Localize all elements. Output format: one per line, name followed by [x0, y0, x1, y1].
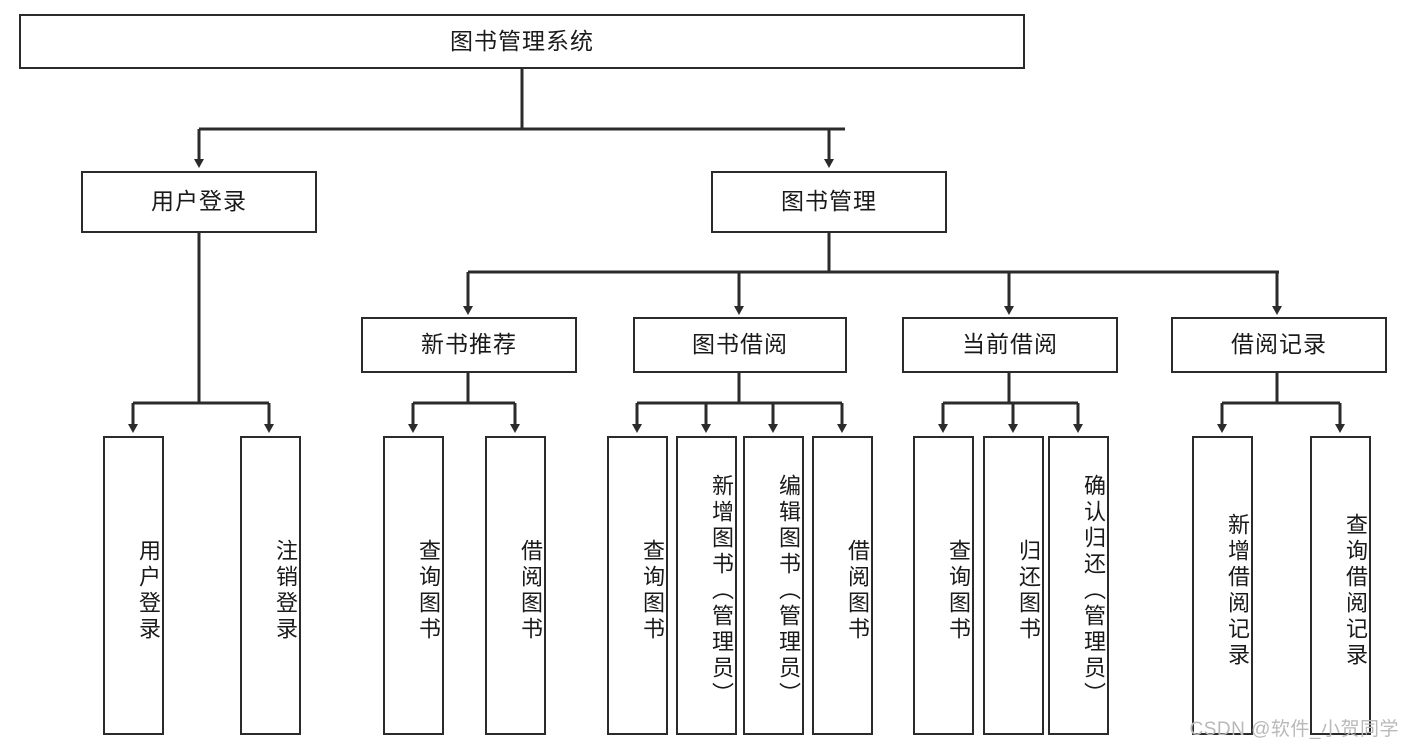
node-leaf-add-book[interactable]: 新增图书（管理员）: [676, 436, 737, 735]
node-leaf-query-book-3[interactable]: 查询图书: [913, 436, 974, 735]
node-root-label: 图书管理系统: [450, 27, 594, 54]
node-leaf-logout-label: 注销登录: [273, 538, 298, 643]
node-leaf-edit-book-label: 编辑图书（管理员）: [776, 473, 801, 708]
node-leaf-borrow-book-1-label: 借阅图书: [518, 538, 543, 643]
node-leaf-add-record-label: 新增借阅记录: [1225, 512, 1250, 669]
node-leaf-query-book-3-label: 查询图书: [946, 538, 971, 643]
node-leaf-confirm-return[interactable]: 确认归还（管理员）: [1048, 436, 1109, 735]
node-leaf-user-login-label: 用户登录: [136, 538, 161, 643]
node-leaf-user-login[interactable]: 用户登录: [103, 436, 164, 735]
node-current-borrow[interactable]: 当前借阅: [902, 317, 1118, 373]
node-borrow-record[interactable]: 借阅记录: [1171, 317, 1387, 373]
node-book-manage-label: 图书管理: [781, 188, 877, 215]
node-leaf-borrow-book-2-label: 借阅图书: [845, 538, 870, 643]
node-leaf-return-book[interactable]: 归还图书: [983, 436, 1044, 735]
node-borrow-record-label: 借阅记录: [1231, 331, 1327, 358]
node-user-login[interactable]: 用户登录: [81, 171, 317, 233]
node-leaf-add-book-label: 新增图书（管理员）: [709, 473, 734, 708]
node-book-borrow[interactable]: 图书借阅: [633, 317, 847, 373]
node-book-borrow-label: 图书借阅: [692, 331, 788, 358]
csdn-watermark: CSDN @软件_小贺同学: [1189, 719, 1399, 740]
node-leaf-return-book-label: 归还图书: [1016, 538, 1041, 643]
node-leaf-add-record[interactable]: 新增借阅记录: [1192, 436, 1253, 735]
node-leaf-edit-book[interactable]: 编辑图书（管理员）: [743, 436, 804, 735]
node-new-book-rec[interactable]: 新书推荐: [361, 317, 577, 373]
node-leaf-query-record[interactable]: 查询借阅记录: [1310, 436, 1371, 735]
node-new-book-rec-label: 新书推荐: [421, 331, 517, 358]
node-leaf-query-book-2-label: 查询图书: [640, 538, 665, 643]
node-leaf-borrow-book-1[interactable]: 借阅图书: [485, 436, 546, 735]
node-user-login-label: 用户登录: [151, 188, 247, 215]
node-leaf-logout[interactable]: 注销登录: [240, 436, 301, 735]
node-book-manage[interactable]: 图书管理: [711, 171, 947, 233]
node-leaf-query-book-1[interactable]: 查询图书: [383, 436, 444, 735]
node-leaf-borrow-book-2[interactable]: 借阅图书: [812, 436, 873, 735]
node-root[interactable]: 图书管理系统: [19, 14, 1025, 69]
node-leaf-query-book-1-label: 查询图书: [416, 538, 441, 643]
node-leaf-query-book-2[interactable]: 查询图书: [607, 436, 668, 735]
node-leaf-confirm-return-label: 确认归还（管理员）: [1081, 473, 1106, 708]
node-leaf-query-record-label: 查询借阅记录: [1343, 512, 1368, 669]
node-current-borrow-label: 当前借阅: [962, 331, 1058, 358]
